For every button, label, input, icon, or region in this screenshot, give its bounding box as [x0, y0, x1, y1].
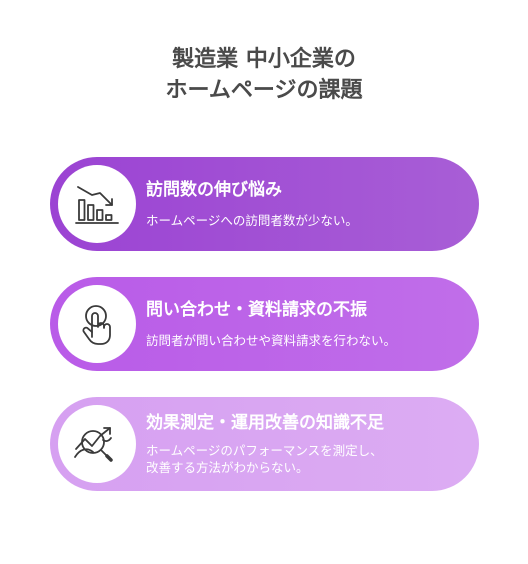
icon-badge [58, 285, 136, 363]
issue-card-low-visits: 訪問数の伸び悩み ホームページへの訪問者数が少ない。 [50, 157, 479, 251]
card-heading: 訪問数の伸び悩み [146, 180, 282, 200]
icon-badge [58, 405, 136, 483]
issue-card-inquiry-slump: 問い合わせ・資料請求の不振 訪問者が問い合わせや資料請求を行わない。 [50, 277, 479, 371]
issue-card-measurement-knowledge: 効果測定・運用改善の知識不足 ホームページのパフォーマンスを測定し、 改善する方… [50, 397, 479, 491]
hand-pointer-icon [82, 305, 111, 345]
description-line: 訪問者が問い合わせや資料請求を行わない。 [146, 333, 397, 348]
card-description: 訪問者が問い合わせや資料請求を行わない。 [146, 332, 459, 349]
analytics-magnifier-icon [74, 427, 113, 462]
icon-badge [58, 165, 136, 243]
title-line-2: ホームページの課題 [165, 78, 363, 103]
description-line: ホームページのパフォーマンスを測定し、 [146, 443, 383, 458]
page-title: 製造業 中小企業の ホームページの課題 [0, 44, 528, 106]
description-line: 改善する方法がわからない。 [146, 460, 309, 475]
description-line: ホームページへの訪問者数が少ない。 [146, 213, 358, 228]
title-line-1: 製造業 中小企業の [172, 47, 356, 72]
card-description: ホームページへの訪問者数が少ない。 [146, 212, 459, 229]
card-heading: 問い合わせ・資料請求の不振 [146, 300, 367, 320]
declining-bar-chart-icon [75, 186, 119, 224]
card-heading: 効果測定・運用改善の知識不足 [146, 413, 384, 433]
card-description: ホームページのパフォーマンスを測定し、 改善する方法がわからない。 [146, 442, 459, 476]
